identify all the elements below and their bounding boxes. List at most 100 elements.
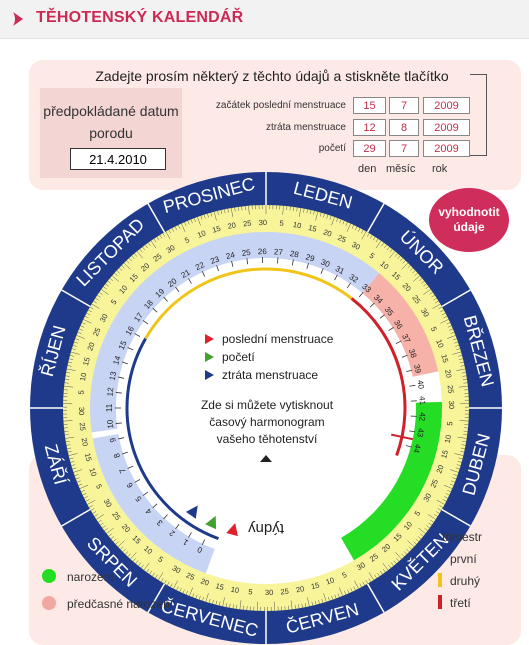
month-divider: [366, 203, 385, 233]
day-tick: [396, 558, 400, 562]
day-tick: [347, 589, 350, 594]
day-tick: [409, 267, 414, 271]
day-number: 30: [165, 243, 177, 255]
caret-up-icon[interactable]: [259, 453, 273, 463]
day-tick: [185, 590, 188, 595]
day-number: 30: [102, 497, 114, 509]
day-tick: [78, 483, 83, 486]
last-period-month-input[interactable]: 7: [389, 97, 419, 114]
day-tick: [374, 574, 377, 579]
day-tick: [401, 553, 405, 557]
day-number: 5: [429, 325, 439, 333]
week-tick: [395, 340, 402, 344]
week-tick: [115, 422, 122, 424]
day-number: 20: [79, 437, 89, 447]
day-tick: [76, 480, 81, 483]
day-tick: [293, 206, 295, 211]
day-tick: [445, 493, 450, 496]
last-period-day-input[interactable]: 15: [353, 97, 386, 114]
missed-period-wheel-marker: [185, 505, 198, 519]
day-number: 30: [171, 563, 183, 575]
conception-year-input[interactable]: 2009: [423, 140, 470, 157]
last-period-year-input[interactable]: 2009: [423, 97, 470, 114]
trimester-first-arc: [125, 337, 219, 541]
day-tick: [337, 593, 340, 598]
day-tick: [126, 260, 130, 264]
conception-month-input[interactable]: 7: [389, 140, 419, 157]
missed-period-month-input[interactable]: 8: [389, 119, 419, 136]
day-tick: [390, 562, 394, 567]
day-tick: [431, 294, 435, 298]
last-period-wheel-marker: [226, 522, 238, 537]
day-tick: [334, 594, 337, 599]
day-tick: [117, 540, 125, 548]
week-number: 0: [195, 544, 203, 554]
trimester-first-swatch: [438, 551, 442, 565]
day-tick: [66, 444, 71, 446]
day-tick: [94, 514, 98, 517]
page-title: TĚHOTENSKÝ KALENDÁŘ: [36, 9, 244, 26]
day-tick: [451, 480, 456, 483]
day-tick: [453, 474, 458, 476]
week-tick: [406, 369, 413, 372]
week-tick: [163, 514, 168, 520]
day-tick: [222, 597, 225, 607]
conception-day-input[interactable]: 29: [353, 140, 386, 157]
day-tick: [423, 289, 431, 295]
day-tick: [458, 457, 463, 460]
day-tick: [91, 303, 100, 309]
day-tick: [395, 552, 402, 560]
day-number: 5: [76, 390, 85, 395]
day-tick: [65, 440, 70, 443]
day-tick: [298, 207, 302, 217]
week-number: 41: [418, 396, 427, 406]
day-tick: [342, 220, 345, 225]
birth-band: [341, 401, 442, 561]
day-tick: [372, 236, 376, 241]
col-label-day: den: [358, 163, 377, 175]
day-tick: [229, 603, 231, 608]
day-tick: [301, 603, 303, 608]
day-tick: [443, 316, 448, 319]
day-tick: [234, 207, 236, 212]
day-tick: [403, 551, 407, 555]
day-tick: [434, 514, 438, 517]
day-tick: [127, 553, 131, 557]
month-divider: [61, 508, 91, 527]
day-number: 20: [322, 227, 333, 238]
day-tick: [149, 570, 153, 575]
day-number: 25: [91, 326, 103, 337]
evaluate-button[interactable]: vyhodnotit údaje: [429, 188, 509, 252]
trimester-second-arc: [144, 267, 267, 340]
missed-period-year-input[interactable]: 2009: [423, 119, 470, 136]
missed-period-day-input[interactable]: 12: [353, 119, 386, 136]
day-tick: [187, 220, 190, 225]
day-tick: [456, 464, 461, 466]
day-tick: [156, 236, 160, 241]
day-tick: [447, 325, 452, 328]
day-tick: [323, 213, 325, 218]
day-tick: [454, 453, 464, 456]
day-tick: [353, 586, 356, 591]
day-tick: [368, 572, 374, 581]
day-tick: [232, 604, 234, 609]
day-tick: [407, 265, 411, 269]
week-number: 27: [274, 247, 284, 257]
day-tick: [70, 461, 75, 463]
day-tick: [197, 216, 201, 226]
print-schedule-link[interactable]: Zde si můžete vytisknout časový harmonog…: [200, 398, 334, 446]
day-tick: [389, 248, 393, 253]
day-tick: [319, 212, 322, 217]
day-number: 30: [259, 218, 267, 227]
day-tick: [331, 216, 335, 226]
week-number: 44: [411, 443, 422, 454]
day-tick: [430, 519, 434, 523]
day-tick: [397, 255, 401, 259]
day-tick: [155, 574, 158, 579]
day-tick: [190, 219, 193, 224]
day-tick: [382, 568, 386, 573]
week-number: 28: [289, 249, 300, 260]
day-tick: [210, 212, 213, 217]
due-date-label: předpokládané datum porodu: [43, 103, 179, 141]
